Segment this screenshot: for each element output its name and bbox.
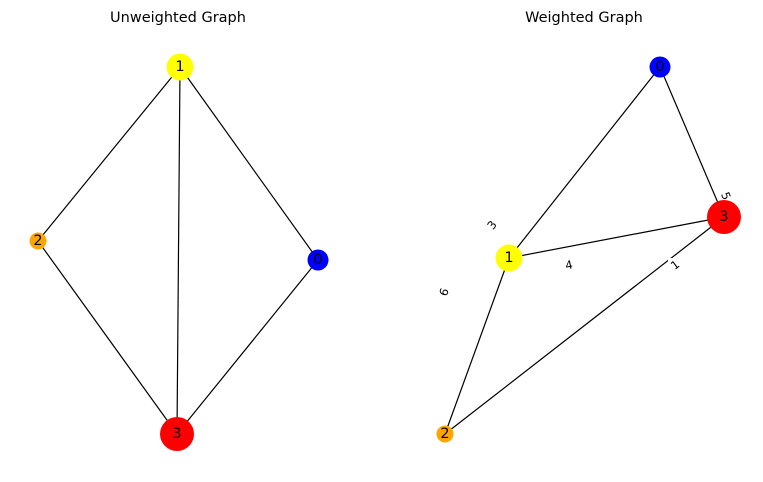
weighted-nodes: 0 1 2 3 — [436, 56, 741, 443]
unweighted-node-label-1: 1 — [175, 59, 184, 75]
unweighted-node-1 — [166, 53, 194, 81]
unweighted-edge-1-0 — [179, 66, 319, 261]
unweighted-node-label-3: 3 — [172, 426, 181, 442]
unweighted-edge-0-3 — [176, 259, 319, 435]
weighted-edge-weight-1-3: 4 — [564, 257, 574, 272]
unweighted-node-label-2: 2 — [33, 233, 42, 249]
unweighted-edge-2-3 — [37, 240, 178, 435]
weighted-edge-label-0-1: 3 — [484, 218, 500, 232]
weighted-edge-0-1 — [508, 66, 661, 259]
weighted-node-1 — [495, 244, 523, 272]
unweighted-edge-1-3 — [176, 66, 181, 435]
unweighted-edge-1-2 — [37, 66, 181, 242]
weighted-node-label-1: 1 — [504, 250, 513, 266]
unweighted-edges — [37, 66, 319, 435]
weighted-edge-label-0-3: 5 — [718, 189, 734, 203]
unweighted-node-label-0: 0 — [313, 252, 322, 268]
weighted-graph-panel: Weighted Graph 5 3 4 6 — [436, 10, 741, 443]
weighted-node-2 — [436, 425, 454, 443]
weighted-edge-weight-0-1: 3 — [484, 218, 500, 232]
weighted-edge-label-1-2: 6 — [436, 286, 452, 298]
weighted-edge-weight-1-2: 6 — [436, 286, 452, 298]
unweighted-graph-panel: Unweighted Graph 0 1 2 3 — [29, 10, 329, 451]
unweighted-graph-title: Unweighted Graph — [110, 10, 246, 26]
weighted-edge-1-3 — [508, 216, 725, 259]
weighted-edge-1-2 — [444, 257, 510, 435]
unweighted-node-0 — [307, 249, 329, 271]
weighted-edges — [444, 66, 725, 435]
weighted-edge-3-2 — [444, 216, 725, 435]
weighted-edge-label-1-3: 4 — [564, 257, 574, 272]
weighted-graph-title: Weighted Graph — [525, 10, 643, 26]
unweighted-node-2 — [29, 232, 47, 250]
weighted-node-3 — [707, 200, 741, 234]
unweighted-nodes: 0 1 2 3 — [29, 53, 329, 451]
weighted-edge-label-3-2: 1 — [668, 257, 683, 273]
unweighted-node-3 — [160, 417, 194, 451]
weighted-node-label-0: 0 — [655, 59, 664, 75]
weighted-edge-0-3 — [659, 66, 725, 218]
weighted-node-0 — [649, 56, 671, 78]
weighted-node-label-3: 3 — [719, 209, 728, 225]
weighted-node-label-2: 2 — [440, 426, 449, 442]
